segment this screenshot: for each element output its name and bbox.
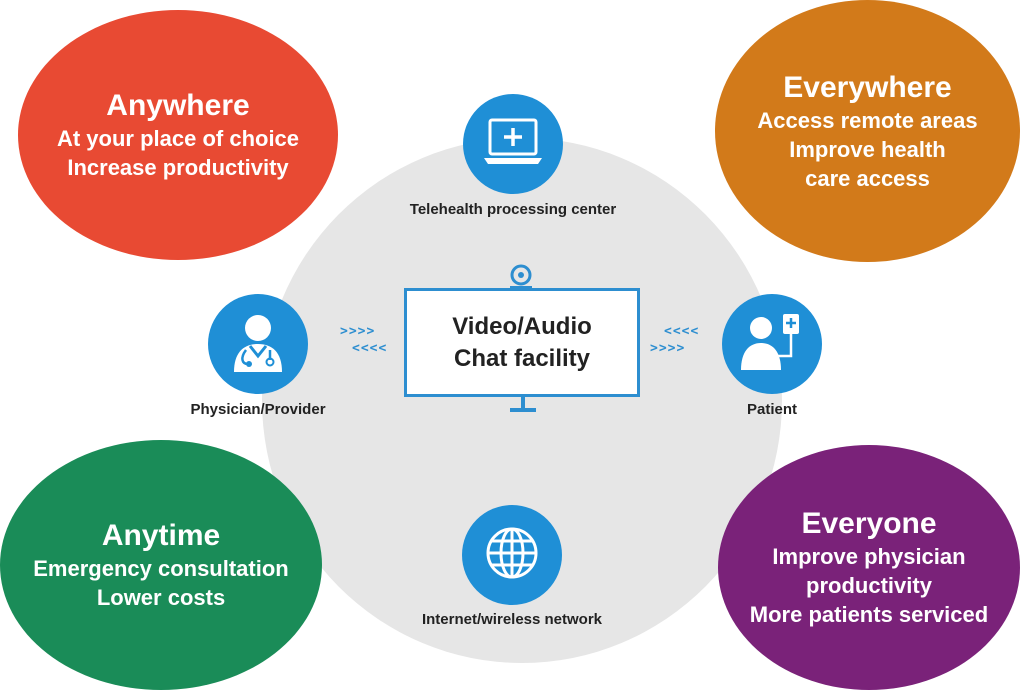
monitor-text-line-1: Video/Audio: [452, 312, 592, 340]
everywhere-line-1: Access remote areas: [757, 107, 978, 133]
patient-label: Patient: [746, 401, 798, 418]
anywhere-bubble: Anywhere At your place of choice Increas…: [18, 10, 338, 260]
globe-icon: [484, 525, 540, 586]
video-audio-chat-monitor: Video/Audio Chat facility: [404, 288, 640, 397]
arrows-right-incoming: <<<<: [664, 324, 700, 339]
anytime-line-2: Lower costs: [96, 585, 226, 610]
everyone-line-2: productivity: [806, 573, 932, 598]
everyone-bubble: Everyone Improve physician productivity …: [718, 445, 1020, 690]
anywhere-line-2: Increase productivity: [67, 155, 289, 180]
anytime-bubble: Anytime Emergency consultation Lower cos…: [0, 440, 322, 690]
everywhere-line-3: care access: [805, 165, 930, 191]
telehealth-label: Telehealth processing center: [409, 201, 617, 218]
everywhere-bubble: Everywhere Access remote areas Improve h…: [715, 0, 1020, 262]
doctor-icon: [228, 310, 288, 379]
anytime-line-1: Emergency consultation: [33, 556, 289, 581]
everywhere-title: Everywhere: [783, 70, 952, 104]
network-label: Internet/wireless network: [421, 611, 603, 628]
physician-node: [208, 294, 308, 394]
laptop-plus-icon: [482, 118, 544, 171]
monitor-stand: [508, 397, 538, 415]
arrows-right-outgoing: >>>>: [650, 341, 686, 356]
arrows-left-incoming: <<<<: [352, 341, 388, 356]
physician-label: Physician/Provider: [190, 401, 326, 418]
anywhere-title: Anywhere: [106, 89, 250, 122]
arrows-left-outgoing: >>>>: [340, 324, 376, 339]
everyone-line-1: Improve physician: [772, 544, 966, 569]
telehealth-node: [463, 94, 563, 194]
monitor-text-line-2: Chat facility: [453, 344, 591, 372]
patient-iv-icon: [739, 312, 805, 377]
everyone-line-3: More patients serviced: [749, 602, 989, 627]
network-node: [462, 505, 562, 605]
patient-node: [722, 294, 822, 394]
anywhere-line-1: At your place of choice: [56, 126, 300, 151]
everyone-title: Everyone: [801, 507, 937, 540]
anytime-title: Anytime: [101, 519, 221, 552]
everywhere-line-2: Improve health: [789, 136, 946, 162]
